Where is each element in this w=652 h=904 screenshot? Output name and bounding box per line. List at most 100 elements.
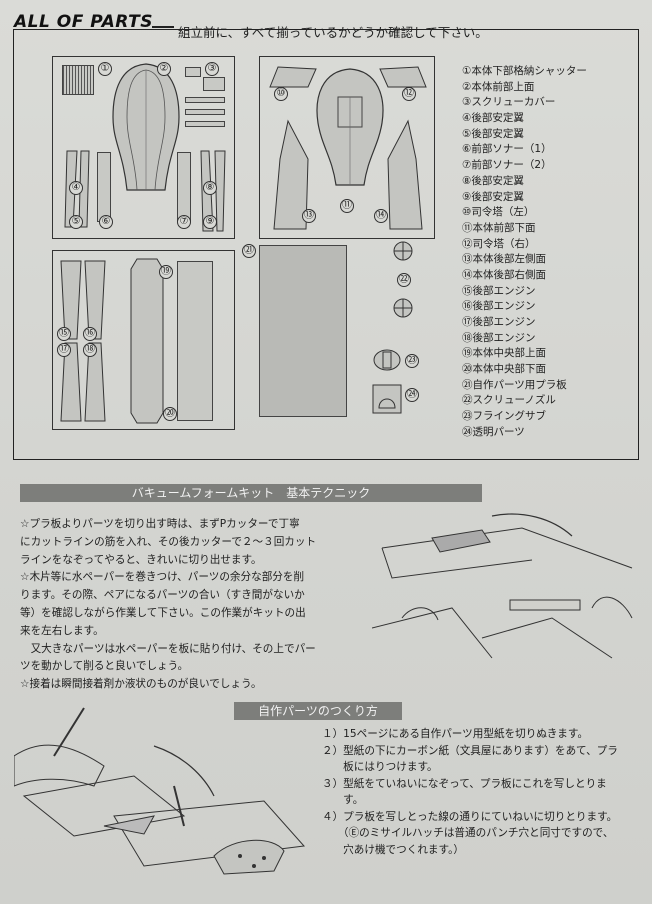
legend-item: ②本体前部上面: [462, 80, 535, 93]
label-23: ㉓: [405, 354, 419, 368]
legend-item: ⑬本体後部左側面: [462, 253, 546, 266]
label-19: ⑲: [159, 265, 173, 279]
legend-item: ㉔透明パーツ: [462, 425, 525, 438]
section2-title: 自作パーツのつくり方: [234, 702, 402, 720]
label-20: ⑳: [163, 407, 177, 421]
part-tower-right: [379, 66, 427, 88]
part-engines: [60, 260, 106, 422]
label-4: ④: [69, 181, 83, 195]
legend-item: ⑦前部ソナー（2）: [462, 159, 552, 172]
legend-item: ⑮後部エンジン: [462, 284, 536, 297]
legend-item: ⑱後部エンジン: [462, 331, 536, 344]
part-shutter: [62, 65, 94, 95]
label-22: ㉒: [397, 273, 411, 287]
legend-item: ⑫司令塔（右）: [462, 237, 536, 250]
label-7: ⑦: [177, 215, 191, 229]
label-13: ⑬: [302, 209, 316, 223]
section2-line: １）15ページにある自作パーツ用型紙を切りぬきます。: [322, 728, 589, 740]
part-body-front-top: [112, 63, 180, 191]
part-sonar-2: [177, 152, 191, 222]
part-flying-sub: [373, 349, 401, 371]
instruction-text: 組立前に、すべて揃っているかどうか確認して下さい。: [178, 25, 488, 40]
legend-item: ⑥前部ソナー（1）: [462, 143, 552, 156]
part-sonar-1: [97, 152, 111, 222]
label-24: ㉔: [405, 388, 419, 402]
part-rear-left-side: [273, 119, 309, 230]
part-small-d: [203, 77, 225, 91]
legend-item: ㉓フライングサブ: [462, 410, 546, 423]
title-underline: [152, 26, 174, 28]
section2-line: ２）型紙の下にカーボン紙（文具屋にあります）をあて、プラ: [322, 744, 618, 757]
legend-item: ⑯後部エンジン: [462, 300, 536, 313]
section2-line: ４）プラ板を写しとった線の通りにていねいに切りとります。: [322, 810, 618, 823]
label-2: ②: [157, 62, 171, 76]
label-11: ⑪: [340, 199, 354, 213]
part-center-bottom: [177, 261, 213, 421]
part-small-c: [185, 121, 225, 127]
legend-item: ⑩司令塔（左）: [462, 206, 535, 219]
label-5: ⑤: [69, 215, 83, 229]
section1-text: ☆プラ板よりパーツを切り出す時は、まずPカッターで丁寧にカットラインの筋を入れ、…: [20, 516, 360, 694]
part-body-front-bottom: [316, 68, 384, 186]
parts-sheet-c: ⑮ ⑯ ⑰ ⑱ ⑲ ⑳: [52, 250, 235, 430]
cutter-illustration: [372, 513, 633, 659]
part-screw-cover: [185, 67, 201, 77]
section2-line: 穴あけ機でつくれます。）: [322, 843, 464, 856]
part-small-b: [185, 109, 225, 115]
page-title: ALL OF PARTS: [14, 12, 153, 32]
parts-legend: ①本体下部格納シャッター ②本体前部上面 ③スクリューカバー ④後部安定翼 ⑤後部安定翼…: [462, 64, 632, 441]
section2-steps: １）15ページにある自作パーツ用型紙を切りぬきます。 ２）型紙の下にカーボン紙（文…: [322, 726, 632, 858]
part-tower-left: [269, 66, 317, 88]
label-18: ⑱: [83, 343, 97, 357]
part-clear: [372, 384, 402, 414]
label-12: ⑫: [402, 87, 416, 101]
legend-item: ⑳本体中央部下面: [462, 363, 546, 376]
label-17: ⑰: [57, 343, 71, 357]
section1-line: ☆接着は瞬間接着剤か液状のものが良いでしょう。: [20, 678, 262, 691]
section1-title: バキュームフォームキット 基本テクニック: [20, 484, 482, 502]
section1-line: 又大きなパーツは水ペーパーを板に貼り付け、その上でパー: [20, 642, 316, 655]
legend-item: ⑭本体後部右側面: [462, 268, 546, 281]
legend-item: ⑲本体中央部上面: [462, 347, 546, 360]
legend-item: ③スクリューカバー: [462, 96, 556, 109]
section1-line: ☆木片等に水ペーパーを巻きつけ、パーツの余分な部分を削: [20, 571, 305, 584]
section1-line: 来を左右します。: [20, 624, 104, 637]
label-6: ⑥: [99, 215, 113, 229]
section1-line: ラインをなぞってやると、きれいに切り出せます。: [20, 553, 262, 566]
section1-line: ります。その際、ペアになるパーツの合い（すき間がないか: [20, 589, 305, 602]
part-small-a: [185, 97, 225, 103]
part-plastic-plate: [259, 245, 347, 417]
legend-item: ⑰後部エンジン: [462, 316, 536, 328]
pattern-illustration: [14, 707, 306, 875]
section1-line: ツを動かして削ると良いでしょう。: [20, 660, 189, 673]
label-21: ㉑: [242, 244, 256, 258]
legend-item: ⑧後部安定翼: [462, 174, 524, 187]
label-16: ⑯: [83, 327, 97, 341]
label-1: ①: [98, 62, 112, 76]
section1-line: ☆プラ板よりパーツを切り出す時は、まずPカッターで丁寧: [20, 518, 300, 530]
part-rear-right-side: [387, 119, 423, 230]
section1-line: 等）を確認しながら作業して下さい。この作業がキットの出: [20, 606, 306, 619]
label-14: ⑭: [374, 209, 388, 223]
legend-item: ⑨後部安定翼: [462, 190, 524, 203]
label-15: ⑮: [57, 327, 71, 341]
label-9: ⑨: [203, 215, 217, 229]
label-8: ⑧: [203, 181, 217, 195]
legend-item: ㉑自作パーツ用プラ板: [462, 378, 567, 391]
label-3: ③: [205, 62, 219, 76]
legend-item: ⑤後部安定翼: [462, 127, 524, 140]
part-center-top: [130, 258, 164, 424]
parts-frame: ① ② ③ ④ ⑤ ⑥: [13, 29, 639, 460]
label-10: ⑩: [274, 87, 288, 101]
legend-item: ⑪本体前部下面: [462, 221, 536, 234]
section1-line: にカットラインの筋を入れ、その後カッターで２～３回カット: [20, 535, 317, 548]
parts-sheet-b: ⑩ ⑫ ⑬ ⑪ ⑭: [259, 56, 435, 239]
legend-item: ①本体下部格納シャッター: [462, 65, 587, 77]
legend-item: ④後部安定翼: [462, 112, 524, 125]
section2-line: 板にはりつけます。: [322, 761, 438, 773]
section2-line: ３）型紙をていねいになぞって、プラ板にこれを写しとりま: [322, 777, 607, 790]
part-screw-nozzles: [393, 241, 413, 318]
section2-line: す。: [322, 794, 364, 806]
legend-item: ㉒スクリューノズル: [462, 394, 556, 407]
